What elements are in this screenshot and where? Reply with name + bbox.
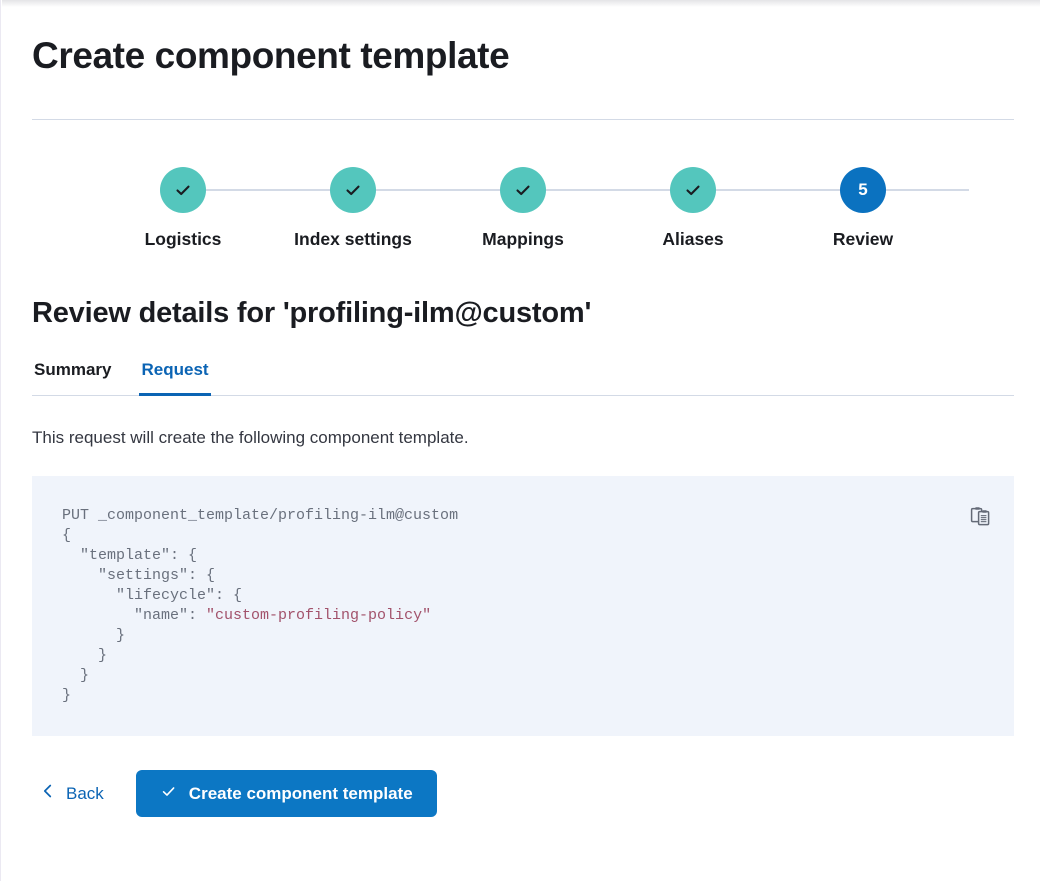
check-icon <box>173 180 193 200</box>
back-button[interactable]: Back <box>32 777 112 810</box>
check-icon <box>683 180 703 200</box>
wizard-step-index-settings[interactable]: Index settings <box>278 167 428 250</box>
step-status-complete <box>670 167 716 213</box>
page-content: Create component template Logistics <box>32 0 1014 817</box>
wizard-step-logistics[interactable]: Logistics <box>108 167 258 250</box>
check-icon <box>513 180 533 200</box>
step-status-complete <box>160 167 206 213</box>
step-label: Mappings <box>482 229 564 249</box>
wizard-step-aliases[interactable]: Aliases <box>618 167 768 250</box>
back-button-label: Back <box>66 783 104 803</box>
check-icon <box>343 180 363 200</box>
step-connector-2 <box>379 189 575 191</box>
step-label: Index settings <box>294 229 412 249</box>
request-code-text: PUT _component_template/profiling-ilm@cu… <box>32 476 1014 706</box>
tab-summary[interactable]: Summary <box>32 360 113 396</box>
request-string-value: "custom-profiling-policy" <box>206 607 432 624</box>
wizard-actions: Back Create component template <box>32 770 1014 817</box>
review-heading: Review details for 'profiling-ilm@custom… <box>32 297 592 329</box>
wizard-stepper: Logistics Index settings Mappings <box>32 167 1014 250</box>
step-status-complete <box>500 167 546 213</box>
create-component-template-button[interactable]: Create component template <box>135 770 437 817</box>
review-tabs: Summary Request <box>32 360 1014 396</box>
step-status-complete <box>330 167 376 213</box>
tab-request[interactable]: Request <box>139 360 211 396</box>
step-connector-1 <box>183 189 379 191</box>
create-component-template-label: Create component template <box>188 783 413 803</box>
step-label: Review <box>832 229 894 249</box>
request-code-block: PUT _component_template/profiling-ilm@cu… <box>32 476 1014 736</box>
chevron-left-icon <box>40 783 56 804</box>
step-label: Logistics <box>144 229 222 249</box>
request-method-line: PUT _component_template/profiling-ilm@cu… <box>62 507 459 524</box>
title-divider <box>32 119 1014 120</box>
check-icon <box>160 783 177 805</box>
request-description: This request will create the following c… <box>32 428 469 447</box>
step-status-current: 5 <box>840 167 886 213</box>
wizard-step-mappings[interactable]: Mappings <box>448 167 598 250</box>
step-label: Aliases <box>662 229 724 249</box>
request-body-head: { "template": { "settings": { "lifecycle… <box>62 527 243 624</box>
step-number: 5 <box>858 180 868 199</box>
copy-clipboard-icon[interactable] <box>966 502 994 530</box>
page-title: Create component template <box>32 35 510 76</box>
wizard-step-review[interactable]: 5 Review <box>788 167 938 250</box>
request-body-tail: } } } } <box>62 627 126 704</box>
